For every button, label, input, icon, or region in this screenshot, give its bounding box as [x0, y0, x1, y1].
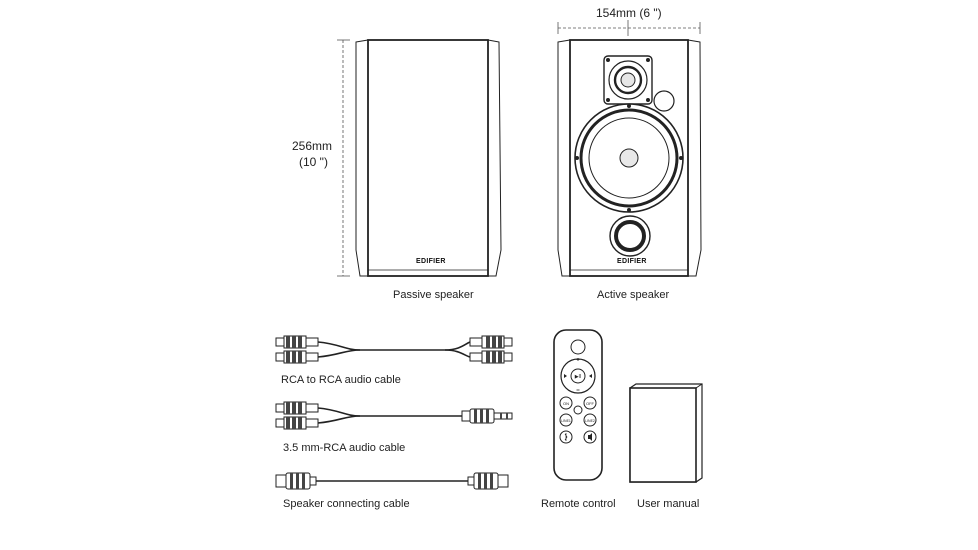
- manual-caption: User manual: [637, 498, 700, 510]
- mini-rca-cable-caption: 3.5 mm-RCA audio cable: [283, 442, 406, 454]
- remote-line1-label: LINE1: [561, 419, 571, 423]
- remote-glyphs: [564, 358, 592, 441]
- speaker-cable-caption: Speaker connecting cable: [283, 498, 410, 510]
- remote-button-labels: ON OFF LINE1 LINE2 ▶II: [561, 374, 595, 423]
- rca-to-rca-cable: [275, 335, 513, 364]
- previous-icon: [564, 374, 567, 378]
- volume-up-icon: [576, 358, 580, 361]
- mute-icon: [588, 433, 592, 441]
- rca-cable-caption: RCA to RCA audio cable: [281, 374, 401, 386]
- width-dimension: [557, 20, 701, 36]
- width-dimension-label: 154mm (6 "): [596, 6, 662, 20]
- bluetooth-icon: [564, 433, 568, 441]
- remote-line2-label: LINE2: [585, 419, 595, 423]
- remote-control: [553, 329, 603, 481]
- remote-off-label: OFF: [586, 401, 595, 406]
- passive-speaker: [355, 39, 502, 277]
- next-icon: [589, 374, 592, 378]
- active-speaker-caption: Active speaker: [597, 289, 670, 301]
- remote-on-label: ON: [563, 401, 569, 406]
- tweeter: [603, 55, 653, 105]
- bass-port: [609, 215, 651, 257]
- remote-caption: Remote control: [541, 498, 616, 510]
- height-dimension-label-mm: 256mm: [292, 139, 333, 153]
- height-dimension: [337, 39, 350, 277]
- ir-receiver: [653, 90, 675, 112]
- user-manual: [629, 383, 703, 483]
- mini-to-rca-cable: [275, 401, 513, 430]
- remote-play-label: ▶II: [575, 374, 582, 380]
- passive-speaker-caption: Passive speaker: [393, 289, 474, 301]
- speaker-connecting-cable: [275, 472, 509, 490]
- passive-speaker-logo: EDIFIER: [416, 258, 446, 265]
- woofer: [574, 103, 684, 213]
- active-speaker-logo: EDIFIER: [617, 258, 647, 265]
- height-dimension-label-in: (10 "): [299, 155, 328, 169]
